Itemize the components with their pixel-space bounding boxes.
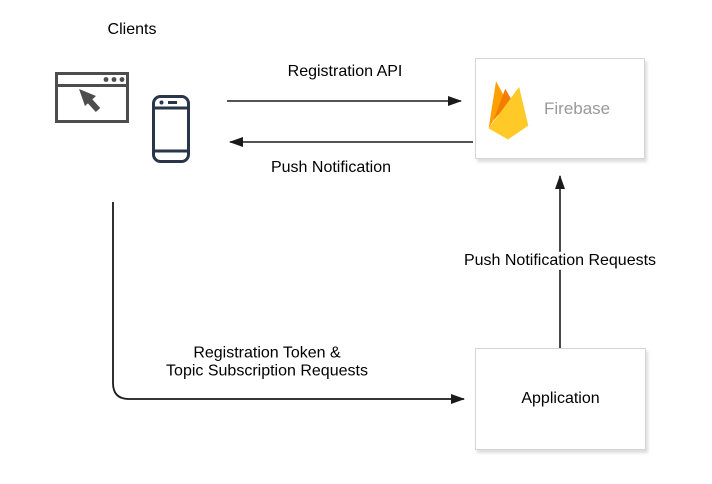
registration-token-label-line2: Topic Subscription Requests <box>166 363 368 380</box>
firebase-node: Firebase <box>475 58 645 159</box>
application-node: Application <box>475 348 646 450</box>
firebase-node-label: Firebase <box>544 98 611 118</box>
smartphone-icon <box>152 95 190 163</box>
push-notification-label: Push Notification <box>267 158 395 178</box>
browser-window-icon <box>55 72 129 123</box>
clients-group-label: Clients <box>107 20 157 38</box>
registration-token-label-line1: Registration Token & <box>193 344 341 362</box>
firebase-flame-icon <box>488 80 529 139</box>
registration-token-label: Registration Token & Topic Subscription … <box>163 344 371 382</box>
cursor-arrow-icon <box>79 89 101 113</box>
registration-api-label: Registration API <box>284 62 406 82</box>
application-node-label: Application <box>521 390 600 407</box>
push-notification-requests-label: Push Notification Requests <box>460 251 660 271</box>
